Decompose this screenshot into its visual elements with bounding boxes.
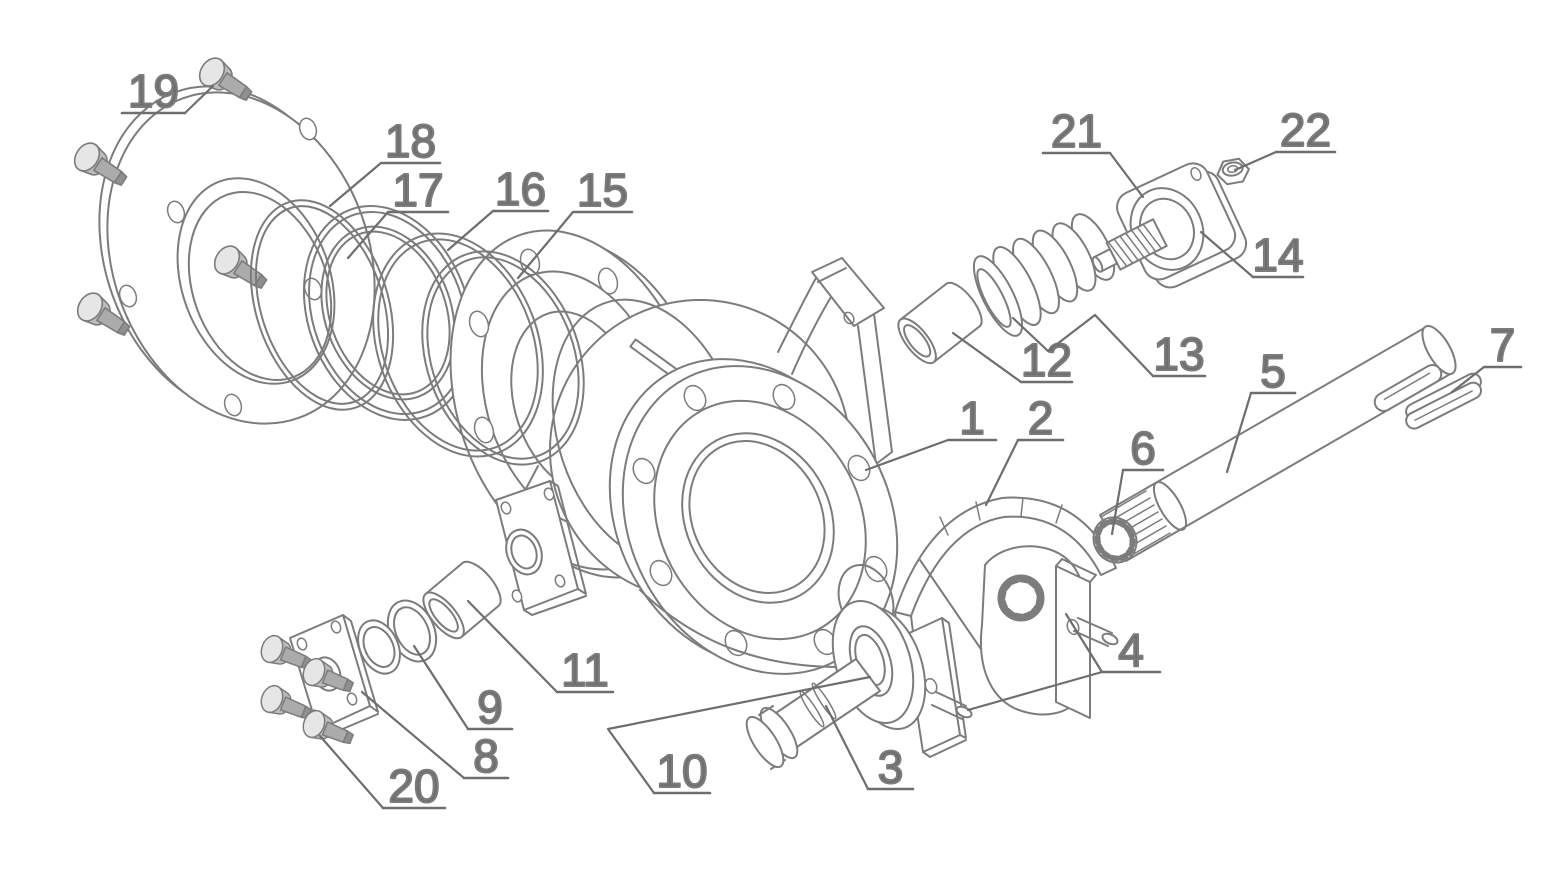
part-label-12: 12 xyxy=(1021,334,1072,386)
part-16-leader-line xyxy=(446,209,495,252)
end-plate-holes xyxy=(296,620,358,723)
part-11-leader-line xyxy=(466,599,559,694)
part-4-leader-line xyxy=(966,670,1104,712)
handle-shaft-5 xyxy=(1092,324,1482,564)
part-14-leader-line xyxy=(1199,230,1255,279)
part-label-20: 20 xyxy=(388,760,439,812)
part-6-leader-line xyxy=(1110,468,1125,536)
o-rings-9 xyxy=(357,599,438,675)
lower-stem-3 xyxy=(745,658,881,770)
part-8-leader-line xyxy=(360,690,466,780)
o-ring-18 xyxy=(249,199,395,411)
part-label-5: 5 xyxy=(1260,345,1286,397)
part-label-1: 1 xyxy=(959,392,985,444)
part-label-10: 10 xyxy=(656,745,707,797)
nut-22 xyxy=(1216,157,1250,186)
splined-end-6 xyxy=(1092,516,1138,564)
part-label-11: 11 xyxy=(561,644,609,696)
latch-slot xyxy=(1373,364,1443,412)
part-17-leader-line xyxy=(346,210,390,260)
part-15-leader-line xyxy=(516,210,575,280)
sector-bracket-2 xyxy=(894,496,1119,758)
part-4-leader-line xyxy=(1064,612,1104,674)
part-19-leader-line xyxy=(183,84,215,115)
sector-notches xyxy=(939,497,1063,536)
spline-teeth xyxy=(998,575,1044,621)
hub-side-block xyxy=(1055,565,1091,719)
screw-thread-hatch xyxy=(1108,224,1162,267)
part-label-4: 4 xyxy=(1118,624,1144,676)
part-label-17: 17 xyxy=(392,164,443,216)
part-label-19: 19 xyxy=(128,65,179,117)
part-7-leader-line xyxy=(1450,365,1486,394)
sleeve-12 xyxy=(897,281,983,365)
part-2-leader-line xyxy=(984,438,1020,507)
part-13-leader-line xyxy=(1093,313,1155,378)
part-label-22: 22 xyxy=(1280,104,1331,156)
bushing-11 xyxy=(422,560,502,640)
part-label-2: 2 xyxy=(1028,392,1054,444)
part-label-8: 8 xyxy=(473,730,499,782)
part-22-leader-line xyxy=(1233,150,1278,172)
part-12-leader-line xyxy=(951,331,1023,384)
part-9-leader-line xyxy=(412,644,470,731)
part-label-9: 9 xyxy=(477,681,503,733)
part-10-leader-line xyxy=(606,675,872,795)
top-yoke-bracket xyxy=(777,257,893,465)
part-3-leader-line xyxy=(824,704,870,791)
part-18-leader-line xyxy=(328,161,383,208)
part-label-3: 3 xyxy=(878,741,904,793)
part-label-14: 14 xyxy=(1252,229,1303,281)
part-label-13: 13 xyxy=(1153,328,1204,380)
part-label-7: 7 xyxy=(1490,319,1516,371)
adjusting-screw-21 xyxy=(1091,218,1168,273)
part-20-leader-line xyxy=(318,734,385,810)
neck-flange-holes xyxy=(500,487,566,603)
body-neck-flange xyxy=(495,465,587,616)
pin-4-upper xyxy=(1073,617,1119,647)
part-label-21: 21 xyxy=(1051,105,1102,157)
seat-ring-17 xyxy=(302,205,474,421)
part-1-leader-line xyxy=(864,438,950,472)
part-label-6: 6 xyxy=(1130,422,1156,474)
part-13-leader-line xyxy=(1011,313,1097,353)
part-label-15: 15 xyxy=(577,164,628,216)
part-label-16: 16 xyxy=(495,163,546,215)
body-right-flange-1 xyxy=(608,358,899,675)
part-21-leader-line xyxy=(1108,151,1145,199)
part-5-leader-line xyxy=(1225,391,1253,474)
gasket-ring-15 xyxy=(421,250,585,466)
spring-13 xyxy=(972,213,1116,337)
part-label-18: 18 xyxy=(385,115,436,167)
